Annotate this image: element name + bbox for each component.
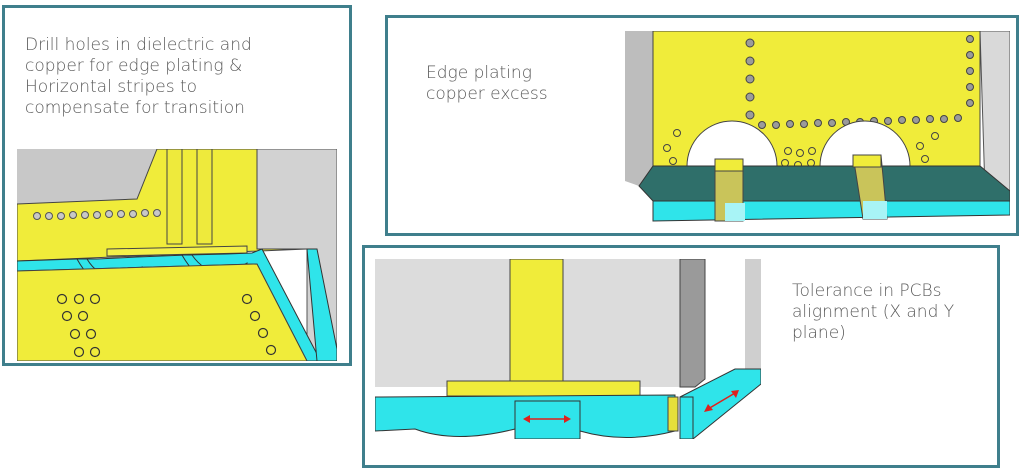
panel-tolerance: Tolerance in PCBs alignment (X and Y pla… <box>362 245 1000 468</box>
caption-drill-holes: Drill holes in dielectric and copper for… <box>25 35 252 119</box>
caption-tolerance: Tolerance in PCBs alignment (X and Y pla… <box>792 281 954 344</box>
caption-line: Edge plating <box>426 63 532 83</box>
caption-line: plane) <box>792 323 846 343</box>
tolerance-3d-render <box>375 259 761 439</box>
panel-edge-plating: Edge plating copper excess <box>385 15 1019 236</box>
caption-edge-plating: Edge plating copper excess <box>426 63 548 105</box>
caption-line: copper for edge plating & <box>25 56 243 76</box>
caption-line: Horizontal stripes to <box>25 77 198 97</box>
caption-line: Tolerance in PCBs <box>792 281 942 301</box>
caption-line: copper excess <box>426 84 548 104</box>
caption-line: compensate for transition <box>25 98 245 118</box>
caption-line: alignment (X and Y <box>792 302 955 322</box>
caption-line: Drill holes in dielectric and <box>25 35 252 55</box>
edge-plating-3d-render <box>625 31 1010 225</box>
panel-drill-holes: Drill holes in dielectric and copper for… <box>2 5 352 366</box>
drill-holes-3d-render <box>17 149 337 361</box>
